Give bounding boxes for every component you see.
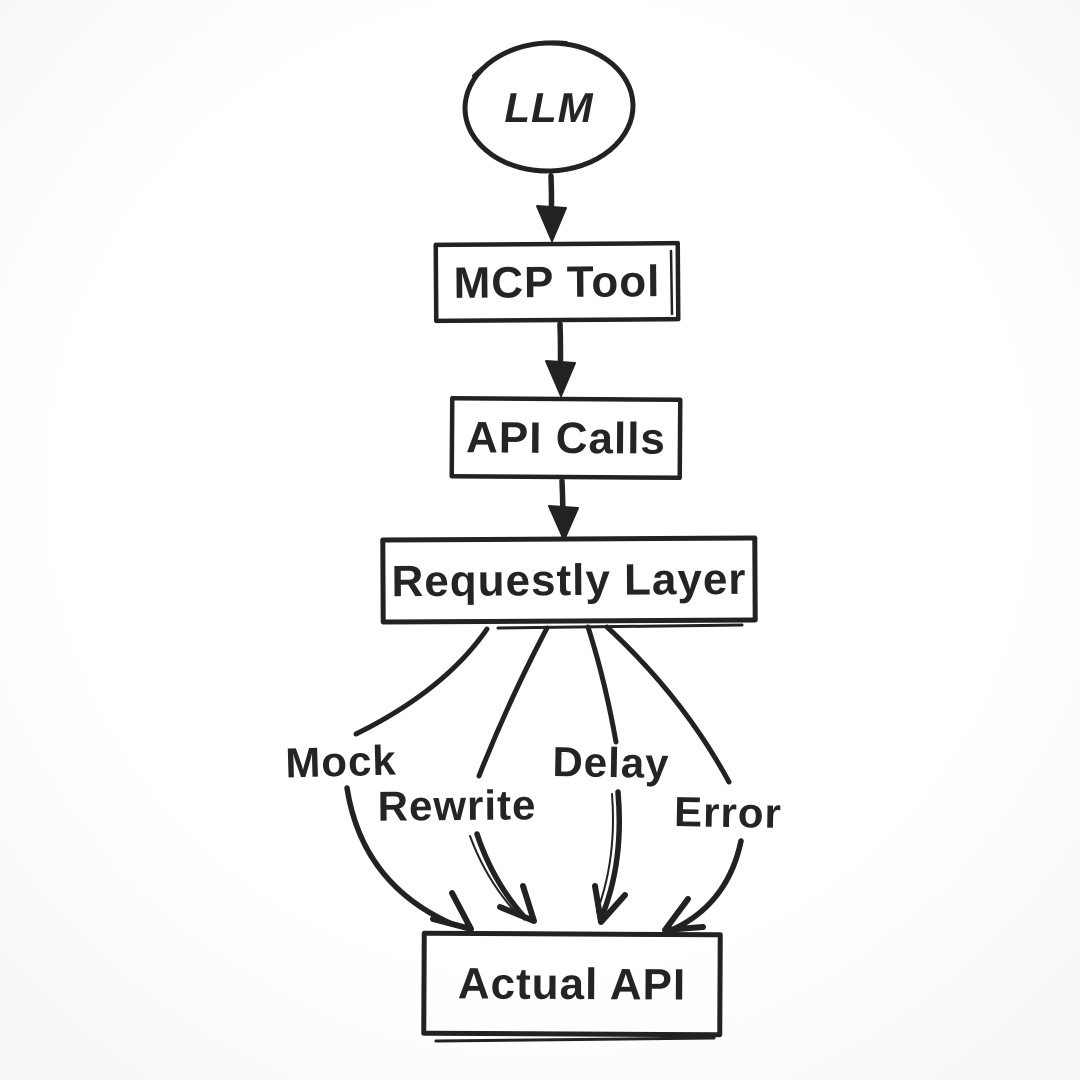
arrow-error-upper [604, 624, 732, 785]
node-mcp-tool-shape [433, 240, 681, 324]
edge-label-error: Error [673, 788, 783, 837]
edge-label-mock: Mock [284, 736, 398, 787]
node-mcp-tool-overstroke [669, 249, 674, 316]
node-requestly-layer-overstroke [496, 623, 744, 630]
arrowhead-rewrite [497, 883, 537, 924]
arrow-mock-upper [353, 626, 490, 737]
arrowhead-llm-to-mcp [536, 205, 567, 242]
arrow-rewrite-lower [474, 831, 528, 921]
arrow-rewrite-upper [476, 625, 550, 779]
node-actual-api-shape [421, 930, 723, 1038]
node-requestly-layer-label: Requestly Layer [391, 554, 747, 607]
node-llm-shape-overstroke [472, 40, 568, 78]
node-api-calls-label: API Calls [465, 413, 667, 464]
arrow-delay-lower [599, 789, 622, 919]
node-actual-api-overstroke [434, 1036, 716, 1043]
node-api-calls-shape [449, 395, 683, 481]
edge-label-delay: Delay [552, 737, 670, 788]
arrowhead-mcp-to-api [545, 360, 576, 397]
edge-label-rewrite: Rewrite [377, 781, 537, 830]
node-actual-api-label: Actual API [457, 959, 687, 1010]
arrow-mock-lower [344, 785, 455, 927]
arrow-error-lower [671, 838, 744, 932]
arrow-delay-upper [585, 624, 619, 745]
arrowhead-mock [430, 890, 474, 932]
arrow-delay-lower-overstroke [596, 793, 614, 913]
arrowhead-error [662, 896, 706, 933]
node-llm-label: LLM [504, 84, 594, 131]
arrowhead-api-to-requestly [548, 505, 579, 541]
node-mcp-tool-label: MCP Tool [453, 257, 661, 308]
arrowhead-delay [592, 883, 628, 925]
node-requestly-layer-shape [380, 535, 758, 625]
